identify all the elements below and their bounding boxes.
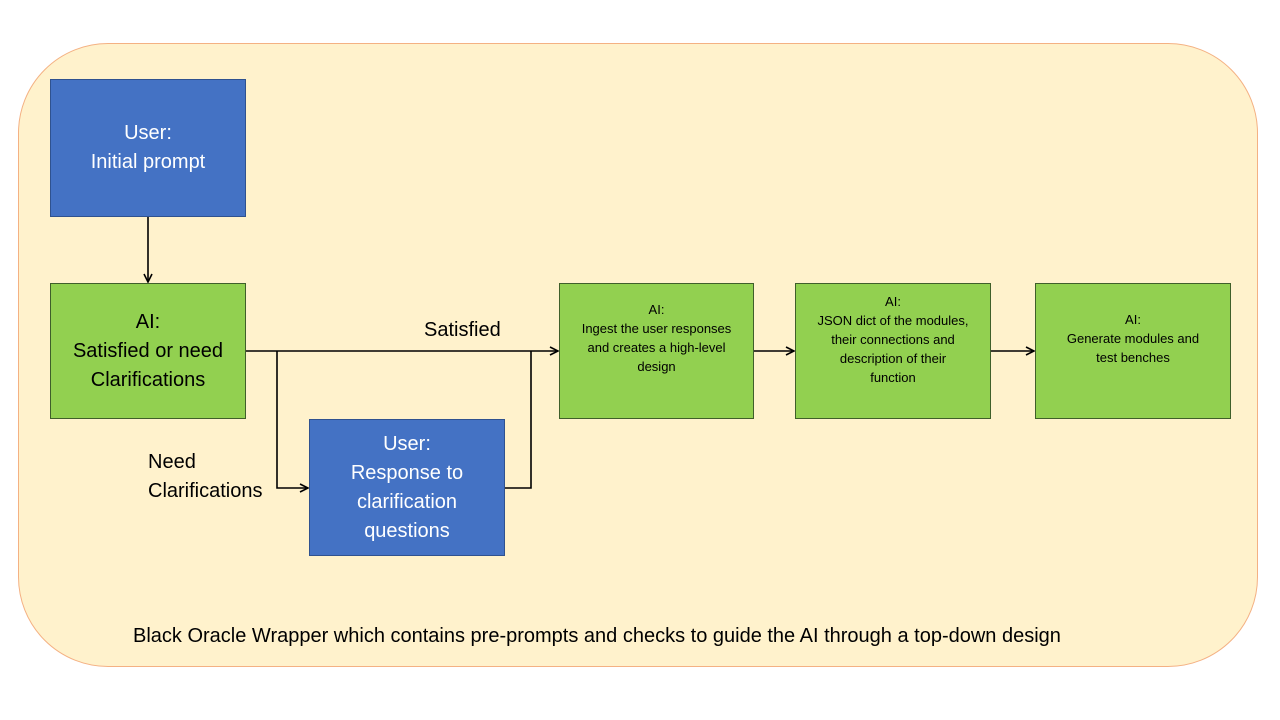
edge-label-line: Clarifications: [148, 480, 263, 502]
edge-label-line: Need: [148, 451, 196, 473]
node-text: Ingest the user responses: [581, 321, 732, 336]
node-text: Generate modules and: [1066, 331, 1200, 346]
user-response-node: User: Response to clarification question…: [309, 419, 505, 556]
edge-label-need-clarifications: Need Clarifications: [148, 448, 262, 506]
node-text: Response to: [350, 461, 464, 484]
ai-json-node: AI: JSON dict of the modules, their conn…: [795, 283, 991, 419]
node-role-label: AI:: [1125, 312, 1141, 327]
edge-response-to-design: [505, 351, 532, 489]
node-text: their connections and: [831, 332, 955, 347]
node-text: description of their: [839, 351, 947, 366]
ai-generate-node: AI: Generate modules and test benches: [1035, 283, 1231, 419]
node-text: Clarifications: [90, 368, 206, 391]
node-text: test benches: [1096, 350, 1170, 365]
node-text: function: [870, 370, 916, 385]
wrapper-caption: Black Oracle Wrapper which contains pre-…: [133, 625, 1061, 647]
ai-design-node: AI: Ingest the user responses and create…: [559, 283, 754, 419]
node-text: Satisfied or need: [72, 339, 224, 362]
node-role-label: User:: [383, 432, 431, 455]
user-initial-prompt-node: User: Initial prompt: [50, 79, 246, 217]
node-role-label: AI:: [135, 310, 161, 333]
edge-label-satisfied: Satisfied: [424, 319, 501, 341]
node-role-label: AI:: [885, 294, 901, 309]
edge-need-clarifications: [276, 351, 308, 488]
node-role-label: AI:: [648, 302, 665, 317]
node-text: clarification: [356, 490, 458, 513]
node-text: questions: [364, 519, 450, 542]
node-text: and creates a high-level: [587, 340, 726, 355]
node-text: JSON dict of the modules,: [817, 313, 969, 328]
node-role-label: User:: [124, 122, 172, 144]
node-text: Initial prompt: [90, 151, 206, 173]
node-text: design: [637, 359, 676, 374]
ai-decision-node: AI: Satisfied or need Clarifications: [50, 283, 246, 419]
